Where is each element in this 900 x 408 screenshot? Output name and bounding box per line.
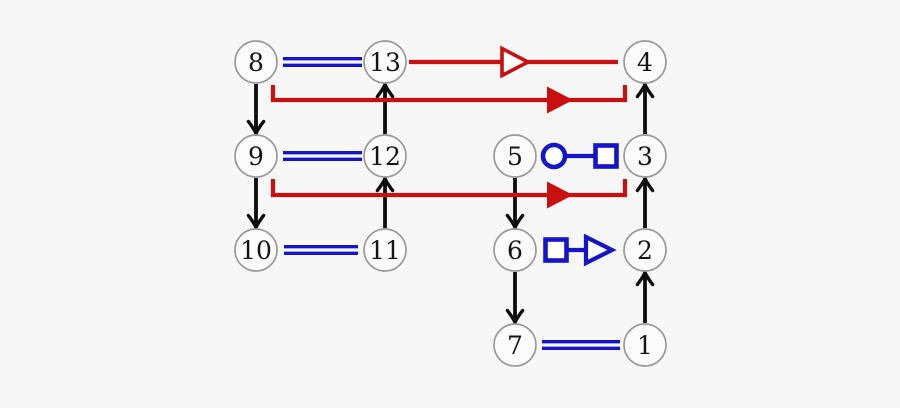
node-2-label: 2 [637, 236, 653, 265]
double-edge-9-12 [283, 151, 362, 161]
node-13-label: 13 [369, 48, 401, 77]
node-9-label: 9 [248, 142, 264, 171]
red-edge-9-3 [270, 179, 628, 209]
node-10-label: 10 [240, 236, 272, 265]
node-3: 3 [623, 134, 667, 178]
double-edge-8-13 [283, 57, 362, 67]
blue-symbols-layer [540, 142, 619, 267]
node-7-circle [493, 323, 537, 367]
node-12: 12 [363, 134, 407, 178]
node-1-circle [623, 323, 667, 367]
node-6-circle [493, 228, 537, 272]
node-8-circle [234, 40, 278, 84]
symbol-circle-square-5-3 [540, 142, 619, 170]
red-edge-9-3-filled-triangle-head [547, 181, 573, 209]
red-edge-8-4-path [270, 85, 628, 103]
node-13-circle [363, 40, 407, 84]
double-edge-7-1 [542, 340, 620, 350]
double-edge-10-11 [284, 245, 358, 255]
red-edge-9-3-path [270, 179, 628, 198]
node-2-circle [623, 228, 667, 272]
node-1: 1 [623, 323, 667, 367]
node-5-circle [493, 134, 537, 178]
red-edge-8-4-filled-triangle-head [547, 86, 573, 114]
node-4: 4 [623, 40, 667, 84]
node-3-label: 3 [637, 142, 653, 171]
node-13: 13 [363, 40, 407, 84]
node-12-label: 12 [369, 142, 401, 171]
node-4-label: 4 [637, 48, 653, 77]
nodes-layer: 8 13 4 9 12 5 3 10 11 6 2 7 1 [234, 40, 667, 367]
node-11-label: 11 [369, 236, 401, 265]
symbol-square-triangle-6-2 [543, 233, 617, 267]
node-6-label: 6 [507, 236, 523, 265]
node-12-circle [363, 134, 407, 178]
node-5: 5 [493, 134, 537, 178]
symbol-circle-square-5-3-square-glyph [593, 143, 619, 169]
red-edge-13-4-open-triangle-head [500, 45, 532, 79]
red-edges-layer [270, 45, 628, 209]
black-arrows-layer [256, 84, 645, 323]
node-8: 8 [234, 40, 278, 84]
symbol-circle-square-5-3-circle-glyph [540, 142, 568, 170]
node-7: 7 [493, 323, 537, 367]
symbol-square-triangle-6-2-triangle-glyph [583, 233, 617, 267]
node-10: 10 [234, 228, 278, 272]
node-10-circle [234, 228, 278, 272]
blue-double-edges-layer [283, 57, 620, 350]
node-11-circle [363, 228, 407, 272]
red-edge-8-4 [270, 85, 628, 114]
node-4-circle [623, 40, 667, 84]
node-11: 11 [363, 228, 407, 272]
node-9-circle [234, 134, 278, 178]
node-9: 9 [234, 134, 278, 178]
node-7-label: 7 [507, 331, 523, 360]
symbol-square-triangle-6-2-square-glyph [543, 237, 569, 263]
node-1-label: 1 [637, 331, 653, 360]
node-8-label: 8 [248, 48, 264, 77]
node-5-label: 5 [507, 142, 523, 171]
node-6: 6 [493, 228, 537, 272]
node-3-circle [623, 134, 667, 178]
node-2: 2 [623, 228, 667, 272]
red-edge-13-4 [409, 45, 618, 79]
